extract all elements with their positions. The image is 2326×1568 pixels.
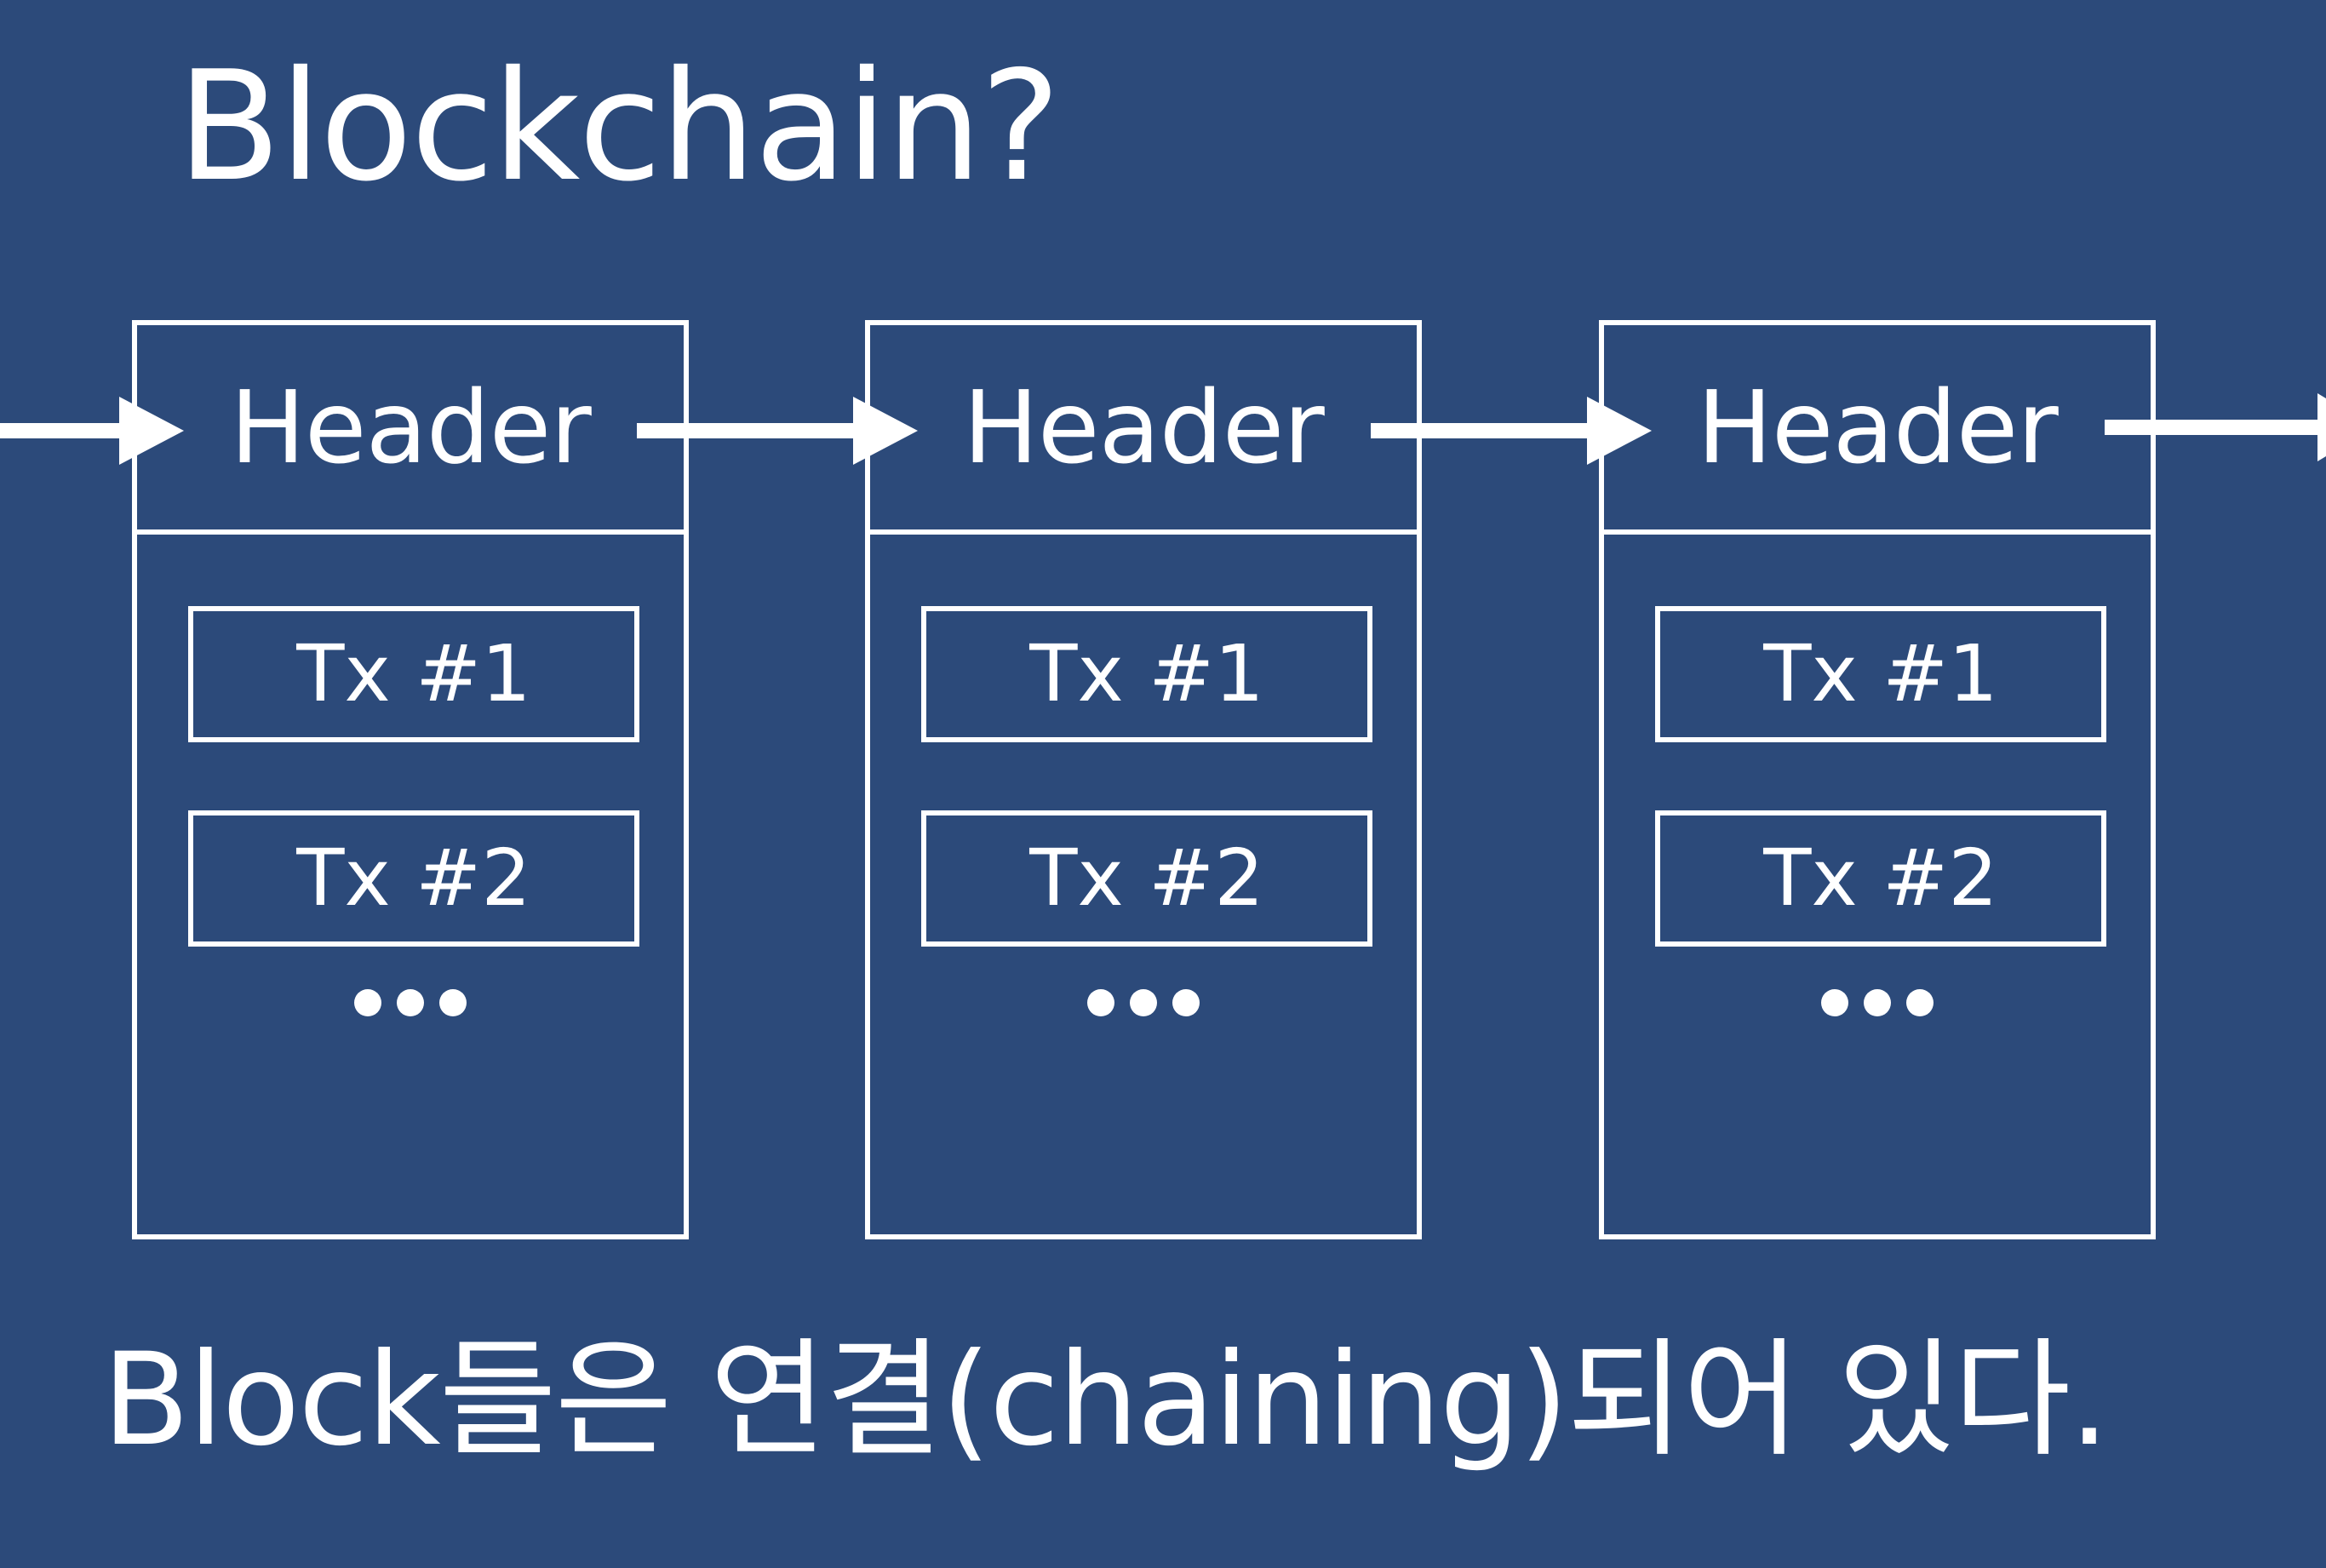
transaction-label: Tx #2 [1763,833,1998,924]
block-2: Header Tx #1 Tx #2 [865,320,1422,1239]
block-header: Header [137,325,684,535]
transaction-box-2: Tx #2 [188,810,639,947]
block-1: Header Tx #1 Tx #2 [132,320,689,1239]
ellipsis-icon [870,989,1417,1016]
transaction-label: Tx #2 [296,833,531,924]
transaction-label: Tx #1 [1763,628,1998,719]
transaction-label: Tx #2 [1029,833,1264,924]
arrow-head-icon [2317,393,2326,461]
transaction-box-2: Tx #2 [921,810,1372,947]
transaction-box-2: Tx #2 [1655,810,2106,947]
transaction-label: Tx #1 [1029,628,1264,719]
arrow-head-icon [1587,397,1652,465]
transaction-box-1: Tx #1 [1655,606,2106,742]
transaction-box-1: Tx #1 [921,606,1372,742]
slide-caption: Block들은 연결(chaining)되어 있다. [102,1326,2110,1474]
block-3: Header Tx #1 Tx #2 [1599,320,2156,1239]
transaction-label: Tx #1 [296,628,531,719]
ellipsis-icon [1604,989,2151,1016]
slide-title: Blockchain? [177,38,1061,215]
arrow-head-icon [853,397,918,465]
arrow-head-icon [119,397,184,465]
header-label: Header [1697,369,2059,486]
ellipsis-icon [137,989,684,1016]
block-header: Header [870,325,1417,535]
header-label: Header [230,369,592,486]
header-label: Header [963,369,1325,486]
transaction-box-1: Tx #1 [188,606,639,742]
block-header: Header [1604,325,2151,535]
